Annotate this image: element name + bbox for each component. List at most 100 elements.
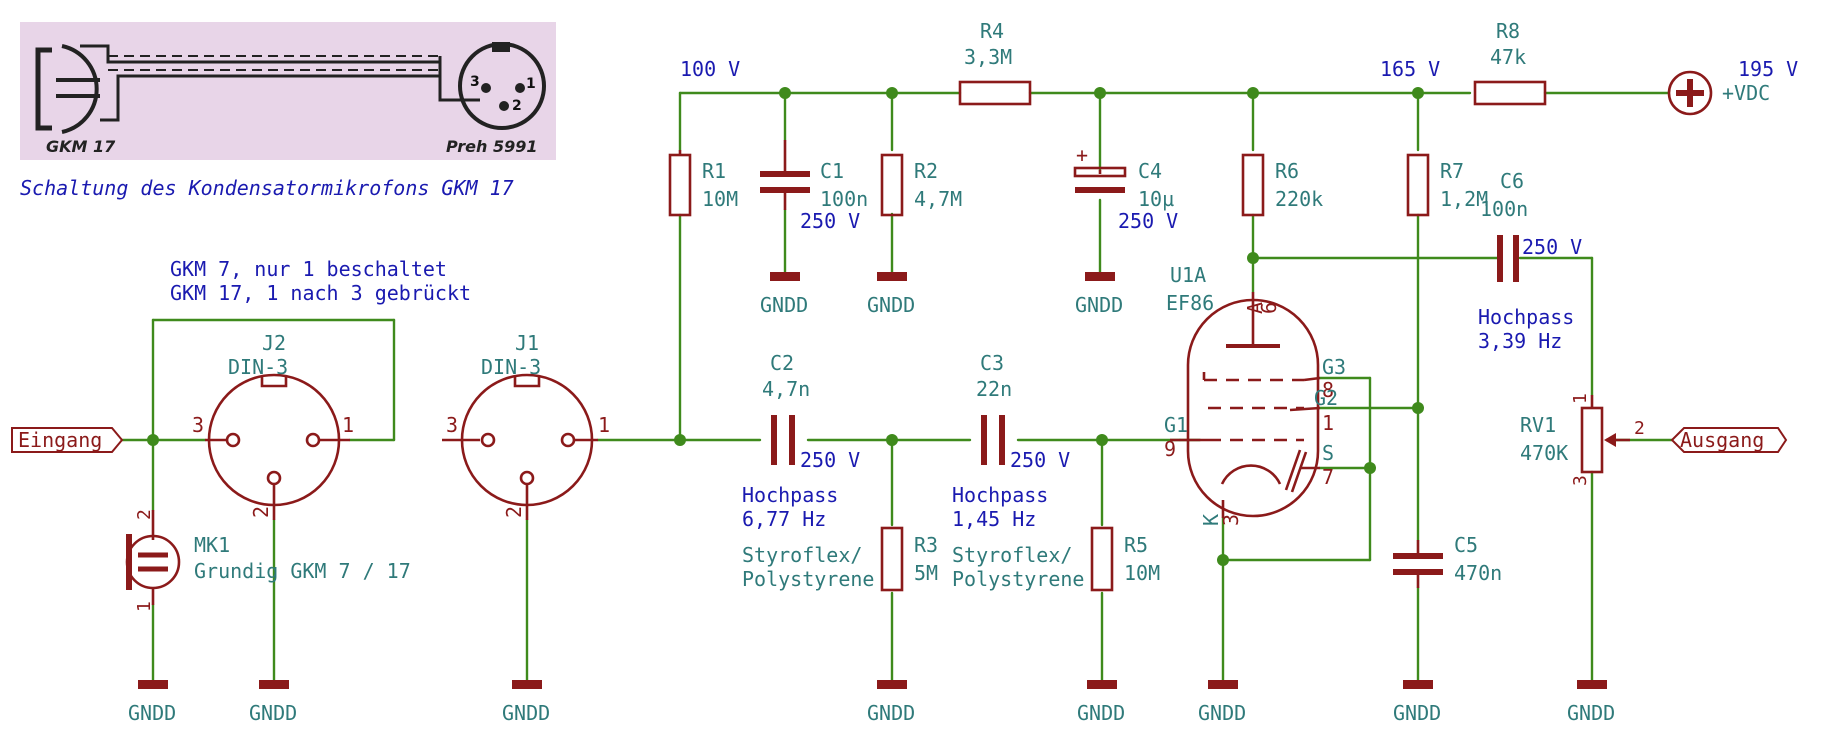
- gnd-j2: GNDD: [249, 680, 297, 725]
- resistor-r6: R6 220k: [1241, 153, 1323, 217]
- capacitor-c5: C5 470n: [1393, 533, 1502, 588]
- j1-value: DIN-3: [481, 355, 541, 379]
- resistor-r4: R4 3,3M: [958, 19, 1032, 106]
- photo-label-gkm17: GKM 17: [46, 137, 116, 156]
- caption: Schaltung des Kondensatormikrofons GKM 1…: [20, 176, 514, 200]
- j2-pin-3: 3: [192, 413, 204, 437]
- c4-voltage: 250 V: [1118, 209, 1178, 233]
- svg-text:GNDD: GNDD: [1077, 701, 1125, 725]
- c4-ref: C4: [1138, 159, 1162, 183]
- capacitor-c4: + C4 10µ 250 V: [1073, 143, 1178, 233]
- r8-ref: R8: [1496, 19, 1520, 43]
- j1-ref: J1: [515, 331, 539, 355]
- hp1-line2: 6,77 Hz: [742, 507, 826, 531]
- v100-label: 100 V: [680, 57, 740, 81]
- j2-pin-2: 2: [249, 506, 273, 518]
- c6-ref: C6: [1500, 169, 1524, 193]
- r5-value: 10M: [1124, 561, 1160, 585]
- c3-ref: C3: [980, 351, 1004, 375]
- v195-label: 195 V: [1738, 57, 1798, 81]
- r4-value: 3,3M: [964, 45, 1012, 69]
- hp2-line1: Hochpass: [952, 483, 1048, 507]
- svg-text:GNDD: GNDD: [867, 293, 915, 317]
- tube-pin-1: 1: [1322, 411, 1334, 435]
- resistor-r1: R1 10M: [668, 150, 738, 217]
- capacitor-c1: C1 100n 250 V: [760, 140, 868, 233]
- connector-photo: GKM 17 Preh 5991 3 1 2: [20, 22, 556, 160]
- resistor-r7: R7 1,2M: [1406, 153, 1488, 217]
- c1-value: 100n: [820, 187, 868, 211]
- gnd-j1: GNDD: [502, 680, 550, 725]
- c5-value: 470n: [1454, 561, 1502, 585]
- c5-ref: C5: [1454, 533, 1478, 557]
- gkm-note-line2: GKM 17, 1 nach 3 gebrückt: [170, 281, 471, 305]
- r8-value: 47k: [1490, 45, 1526, 69]
- r2-ref: R2: [914, 159, 938, 183]
- gkm-note-line1: GKM 7, nur 1 beschaltet: [170, 257, 447, 281]
- styro2-line1: Styroflex/: [952, 543, 1072, 567]
- tube-pin-S: S: [1322, 441, 1334, 465]
- vdc-label: +VDC: [1722, 81, 1770, 105]
- c2-ref: C2: [770, 351, 794, 375]
- connector-j1: J1 DIN-3 3 1 2: [442, 331, 610, 520]
- r7-ref: R7: [1440, 159, 1464, 183]
- c1-voltage: 250 V: [800, 209, 860, 233]
- capacitor-c2: C2 4,7n 250 V: [762, 351, 860, 472]
- svg-text:GNDD: GNDD: [867, 701, 915, 725]
- svg-text:GNDD: GNDD: [249, 701, 297, 725]
- svg-text:GNDD: GNDD: [1198, 701, 1246, 725]
- v165-label: 165 V: [1380, 57, 1440, 81]
- tube-pin-7: 7: [1322, 465, 1334, 489]
- svg-text:GNDD: GNDD: [1567, 701, 1615, 725]
- styro1-line2: Polystyrene: [742, 567, 874, 591]
- c3-value: 22n: [976, 377, 1012, 401]
- gnd-c4: GNDD: [1075, 272, 1123, 317]
- c2-value: 4,7n: [762, 377, 810, 401]
- hp2-line2: 1,45 Hz: [952, 507, 1036, 531]
- photo-pin-1: 1: [526, 76, 536, 92]
- r1-ref: R1: [702, 159, 726, 183]
- resistor-r2: R2 4,7M: [880, 153, 962, 217]
- ground-symbols: GNDD GNDD GNDD GNDD GNDD GNDD GNDD GNDD …: [128, 272, 1615, 725]
- gnd-r2: GNDD: [867, 272, 915, 317]
- rv1-pin-1: 1: [1570, 393, 1591, 404]
- gnd-c5: GNDD: [1393, 680, 1441, 725]
- output-label: Ausgang: [1670, 427, 1788, 453]
- photo-label-preh: Preh 5991: [446, 137, 537, 156]
- tube-pin-6: 6: [1257, 302, 1281, 314]
- tube-pin-G1: G1: [1164, 413, 1188, 437]
- r4-ref: R4: [980, 19, 1004, 43]
- mk1-pin-1: 1: [134, 601, 155, 612]
- j1-pin-3: 3: [446, 413, 458, 437]
- hp3-line2: 3,39 Hz: [1478, 329, 1562, 353]
- rv1-pin-2: 2: [1634, 418, 1645, 439]
- svg-text:GNDD: GNDD: [760, 293, 808, 317]
- output-label-text: Ausgang: [1680, 428, 1764, 452]
- connector-j2: J2 DIN-3 3 1 2: [192, 331, 354, 520]
- r2-value: 4,7M: [914, 187, 962, 211]
- j2-pin-1: 1: [342, 413, 354, 437]
- j2-ref: J2: [262, 331, 286, 355]
- c4-value: 10µ: [1138, 187, 1174, 211]
- gnd-rv1: GNDD: [1567, 680, 1615, 725]
- capacitor-c6: C6 100n 250 V: [1480, 169, 1582, 282]
- photo-pin-2: 2: [512, 98, 522, 114]
- gnd-cathode: GNDD: [1198, 680, 1246, 725]
- c2-voltage: 250 V: [800, 448, 860, 472]
- r6-ref: R6: [1275, 159, 1299, 183]
- tube-pin-3: 3: [1219, 514, 1243, 526]
- u1a-value: EF86: [1166, 291, 1214, 315]
- tube-ef86: A 6 G3 8 G2 1 G1 9 S 7 K 3 U1A EF86: [1164, 263, 1346, 526]
- r1-value: 10M: [702, 187, 738, 211]
- resistor-r3: R3 5M: [880, 526, 938, 592]
- gnd-mk1: GNDD: [128, 680, 176, 725]
- junctions: [147, 87, 1424, 566]
- svg-text:GNDD: GNDD: [128, 701, 176, 725]
- vdc-power-symbol: 195 V +VDC: [1667, 57, 1798, 116]
- resistor-r8: R8 47k: [1473, 19, 1547, 106]
- r5-ref: R5: [1124, 533, 1148, 557]
- c4-plus: +: [1076, 143, 1088, 167]
- tube-pin-K: K: [1199, 514, 1223, 526]
- tube-pin-8: 8: [1322, 378, 1334, 402]
